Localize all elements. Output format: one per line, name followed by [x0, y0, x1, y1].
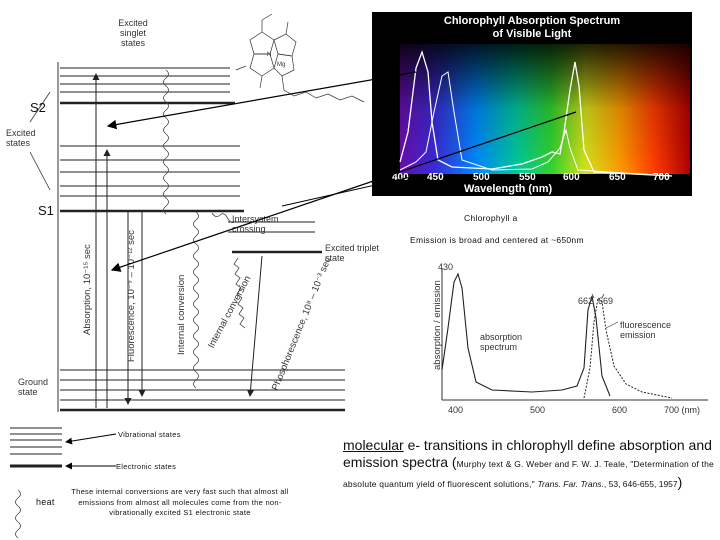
internal-conversion-triplet	[233, 257, 246, 329]
chlorophyll-a-title: Chlorophyll a	[464, 213, 518, 223]
caption-journal: Trans. Far. Trans.	[537, 479, 604, 489]
s1-levels	[60, 145, 244, 213]
caption-citation: Murphy text & G. Weber and F. W. J. Teal…	[343, 459, 714, 489]
excited-triplet-state-label: Excited triplet state	[325, 243, 380, 263]
absorption-spectrum-panel: Chlorophyll Absorption Spectrum of Visib…	[372, 12, 692, 196]
ground-state-label: Ground state	[18, 377, 49, 397]
spectrum-plot	[399, 44, 690, 177]
excited-states-bracket	[29, 91, 51, 191]
s2-levels	[60, 67, 235, 105]
caption-close-paren: )	[677, 474, 683, 490]
triplet-levels	[228, 221, 322, 254]
spectrum-tick-400: 400	[392, 172, 409, 183]
plot-tick-500: 500	[530, 405, 546, 415]
connector-lines	[106, 71, 577, 272]
caption: molecular e- transitions in chlorophyll …	[343, 437, 717, 494]
vibrational-states-label: Vibrational states	[118, 430, 181, 439]
vibrational-pointer	[65, 433, 117, 445]
plot-tick-600: 600	[612, 405, 628, 415]
chlorophyll-b-curve	[399, 71, 673, 177]
spectrum-tick-450: 450	[427, 172, 444, 183]
peak-662-label: 662	[578, 296, 594, 306]
s1-connector-arrow	[110, 111, 577, 272]
plot-tick-700: 700 (nm)	[664, 405, 701, 415]
electronic-states-label: Electronic states	[116, 462, 177, 471]
s1-label: S1	[38, 203, 54, 218]
spectrum-xlabel: Wavelength (nm)	[464, 183, 553, 195]
intersystem-crossing-line	[211, 212, 237, 223]
absorption-spectrum-label: absorption spectrum	[480, 332, 523, 352]
jablonski-diagram	[29, 62, 345, 412]
ground-levels	[60, 369, 345, 412]
chlorophyll-molecule-illustration: N Mg	[235, 13, 365, 103]
legend-graphics	[10, 427, 117, 539]
emission-note: Emission is broad and centered at ~650nm	[410, 235, 584, 245]
plot-tick-400: 400	[448, 405, 464, 415]
vibrational-states-sample	[10, 427, 62, 455]
caption-main-text: e- transitions in chlorophyll define abs…	[343, 437, 712, 470]
caption-citation-end: , 53, 646-655, 1957	[603, 479, 678, 489]
spectrum-title-line1: Chlorophyll Absorption Spectrum	[443, 15, 621, 27]
plot-ylabel: absorption / emission	[432, 280, 443, 370]
spectrum-tick-500: 500	[473, 172, 490, 183]
chlorophyll-a-plot	[441, 268, 708, 401]
caption-underlined-word: molecular	[343, 437, 404, 453]
chlorophyll-a-curve	[399, 49, 673, 177]
spectrum-title-line2: of Visible Light	[492, 28, 572, 40]
s2-label: S2	[30, 100, 46, 115]
emission-curve	[583, 296, 673, 399]
excited-singlet-states-label: Excited singlet states	[118, 18, 148, 48]
absorption-curve	[441, 272, 611, 397]
phosphorescence-arrow	[247, 255, 263, 397]
heat-wavy-line	[15, 489, 21, 539]
svg-text:Mg: Mg	[277, 62, 285, 68]
spectrum-tick-700: 700	[653, 172, 670, 183]
s2-connector-arrow	[106, 71, 417, 130]
svg-text:N: N	[267, 52, 271, 58]
s1-connector-line	[281, 174, 421, 207]
heat-label: heat	[36, 497, 55, 507]
spectrum-tick-650: 650	[609, 172, 626, 183]
peak-430-label: 430	[438, 262, 454, 272]
internal-conversion-note: These internal conversions are very fast…	[71, 487, 289, 517]
internal-conversion-s2	[163, 69, 169, 215]
excited-states-label: Excited states	[6, 128, 36, 148]
fluorescence-emission-label: fluorescence emission	[620, 320, 672, 340]
peak-669-label: 669	[598, 296, 614, 306]
spectrum-tick-600: 600	[563, 172, 580, 183]
spectrum-tick-550: 550	[519, 172, 536, 183]
intersystem-crossing-label: Intersystem crossing	[232, 214, 279, 234]
